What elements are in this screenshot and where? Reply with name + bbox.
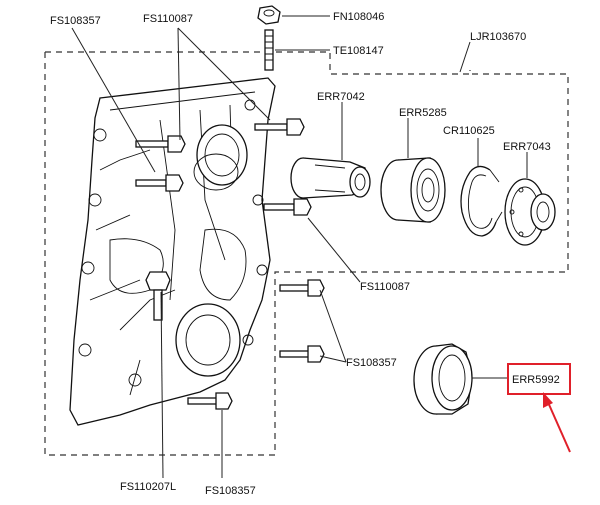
- circlip-cr110625: [460, 165, 503, 237]
- highlight-box: [507, 363, 571, 395]
- label-err5285: ERR5285: [399, 107, 447, 119]
- label-fs108357-top: FS108357: [50, 15, 101, 27]
- label-fs110087-mid: FS110087: [360, 281, 410, 293]
- label-fs110207l: FS110207L: [120, 481, 176, 493]
- sleeve-err7042: [290, 157, 371, 199]
- label-err5992: ERR5992: [512, 374, 560, 386]
- flange-err7043: [504, 178, 556, 246]
- bolt-middle: [263, 198, 312, 216]
- label-ljr103670: LJR103670: [470, 31, 526, 43]
- bolt-upper-right: [254, 118, 305, 136]
- leader-lines: [71, 15, 528, 479]
- label-err7042: ERR7042: [317, 91, 365, 103]
- group-frame: [44, 51, 569, 456]
- bolt-lower-2: [279, 345, 325, 363]
- bolt-lower-1: [279, 279, 325, 297]
- label-fs110087-top: FS110087: [143, 13, 193, 25]
- label-cr110625: CR110625: [443, 125, 495, 137]
- bolt-upper-left-1: [135, 135, 186, 153]
- seal-err5992: [413, 343, 473, 415]
- bolt-bottom: [187, 392, 233, 410]
- red-arrow-icon: [543, 392, 571, 453]
- label-fs108357-bottom: FS108357: [205, 485, 256, 497]
- timing-cover: [69, 77, 276, 426]
- label-fn108046: FN108046: [333, 11, 384, 23]
- label-err7043: ERR7043: [503, 141, 551, 153]
- nut-fn108046: [257, 5, 281, 25]
- bearing-err5285: [380, 157, 446, 223]
- bolt-upper-left-2: [135, 174, 184, 192]
- stud-te108147: [264, 29, 274, 71]
- label-te108147: TE108147: [333, 45, 384, 57]
- bolt-fs110207l: [145, 271, 171, 321]
- label-fs108357-mid: FS108357: [346, 357, 397, 369]
